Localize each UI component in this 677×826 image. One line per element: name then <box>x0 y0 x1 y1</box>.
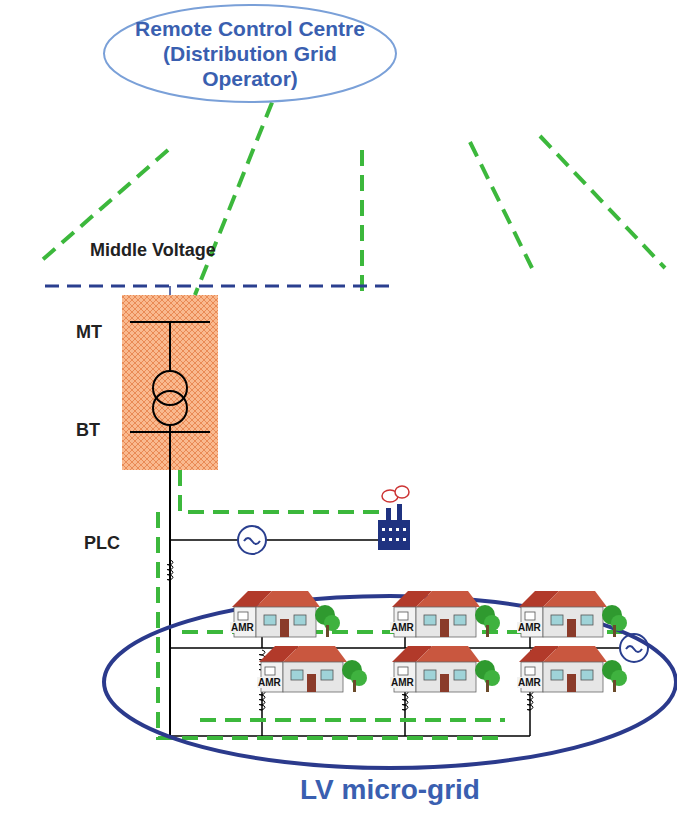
microgrid-caption: LV micro-grid <box>104 774 676 806</box>
meter-label: AMR <box>390 622 415 633</box>
comm-connector <box>195 102 272 295</box>
plc-lines <box>158 470 622 738</box>
house-node: AMR <box>255 640 365 695</box>
generator-symbol <box>238 526 648 662</box>
substation-node: MTBT <box>122 295 218 470</box>
meter-label: AMR <box>517 677 542 688</box>
voltage-label: BT <box>76 420 100 441</box>
mv-line <box>45 285 396 288</box>
diagram-label: PLC <box>82 533 122 554</box>
house-node: AMR <box>388 640 498 695</box>
microgrid-node: LV micro-gridAMRAMRAMRAMRAMRAMR <box>104 596 676 768</box>
comm-lines <box>40 136 665 300</box>
meter-label: AMR <box>517 622 542 633</box>
meter-label: AMR <box>390 677 415 688</box>
meter-label: AMR <box>230 622 255 633</box>
factory-icon <box>378 486 410 550</box>
lv-wires <box>170 540 620 736</box>
house-node: AMR <box>228 585 338 640</box>
control-centre-ellipse: Remote Control Centre (Distribution Grid… <box>103 4 397 103</box>
meter-label: AMR <box>257 677 282 688</box>
transformer-symbol <box>130 322 210 738</box>
plc-coupler <box>167 560 533 710</box>
diagram-label: Middle Voltage <box>90 240 216 261</box>
house-node: AMR <box>388 585 498 640</box>
microgrid-outline <box>104 596 676 768</box>
house-node: AMR <box>515 585 625 640</box>
node-title: Remote Control Centre (Distribution Grid… <box>115 16 385 91</box>
house-node: AMR <box>515 640 625 695</box>
voltage-label: MT <box>76 322 102 343</box>
